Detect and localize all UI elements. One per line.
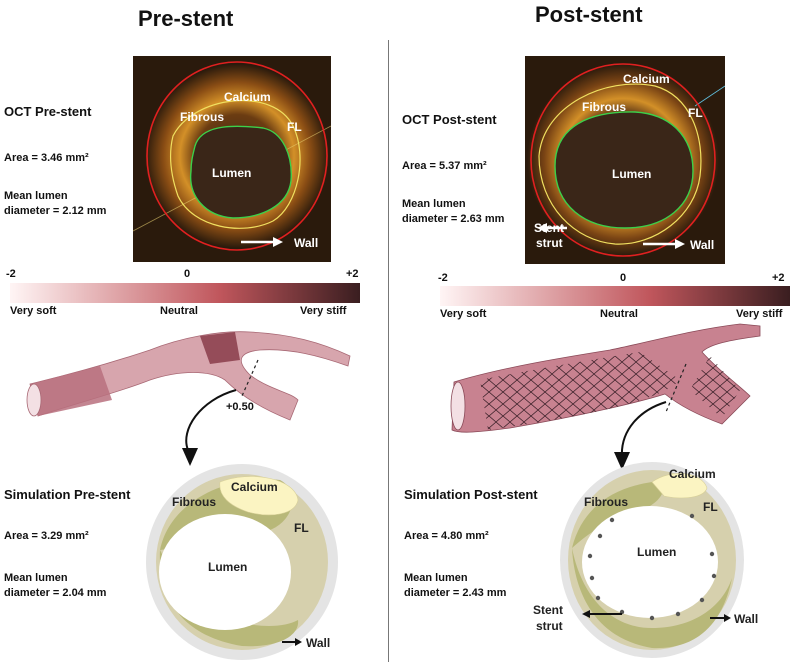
oct-pre-label-fibrous: Fibrous [180, 110, 224, 124]
oct-post-heading: OCT Post-stent [402, 112, 497, 127]
oct-pre-mld-line2: diameter = 2.12 mm [4, 205, 107, 217]
pre-arrow-down [182, 448, 198, 466]
sim-pre-label-wall: Wall [306, 636, 331, 650]
oct-pre-label-wall: Wall [294, 236, 319, 250]
post-colorbar-mid: 0 [620, 272, 627, 284]
post-stent-title: Post-stent [535, 2, 643, 27]
sim-post-label-calcium: Calcium [669, 467, 716, 481]
pre-colorbar [10, 283, 360, 303]
sim-pre-area: Area = 3.29 mm² [4, 530, 89, 542]
post-colorbar-min: -2 [438, 272, 448, 284]
post-colorbar-right-caption: Very stiff [736, 308, 783, 320]
pre-colorbar-left-caption: Very soft [10, 305, 57, 317]
pre-colorbar-mid: 0 [184, 268, 191, 280]
post-arrow-down [614, 452, 630, 470]
sim-post-mld-line1: Mean lumen [404, 572, 468, 584]
sim-post-label-strut1: Stent [533, 603, 563, 617]
post-colorbar [440, 286, 790, 306]
oct-post-label-calcium: Calcium [623, 72, 670, 86]
oct-pre-label-calcium: Calcium [224, 90, 271, 104]
oct-post-image [525, 56, 725, 264]
oct-pre-lumen [190, 125, 292, 219]
oct-post-label-strut2: strut [536, 236, 563, 250]
pre-colorbar-center-caption: Neutral [160, 305, 198, 317]
oct-pre-label-fl: FL [287, 120, 302, 134]
oct-pre-red-contour [146, 61, 328, 251]
post-vessel-model [450, 323, 761, 459]
post-colorbar-left-caption: Very soft [440, 308, 487, 320]
sim-post-heading: Simulation Post-stent [404, 487, 538, 502]
sim-pre-label-calcium: Calcium [231, 480, 278, 494]
pre-stent-title: Pre-stent [138, 6, 234, 31]
pre-colorbar-max: +2 [346, 268, 359, 280]
oct-post-yellow-contour [538, 83, 702, 245]
oct-pre-heading: OCT Pre-stent [4, 104, 92, 119]
sim-post-label-strut2: strut [536, 619, 563, 633]
sim-post-area: Area = 4.80 mm² [404, 530, 489, 542]
sim-post-label-lumen: Lumen [637, 545, 677, 559]
post-colorbar-center-caption: Neutral [600, 308, 638, 320]
oct-post-label-lumen: Lumen [612, 167, 652, 181]
oct-post-red-contour [530, 63, 716, 257]
oct-post-lumen [554, 111, 694, 229]
oct-post-label-fibrous: Fibrous [582, 100, 626, 114]
pre-colorbar-right-caption: Very stiff [300, 305, 347, 317]
sim-post-struts [587, 513, 717, 621]
pre-colorbar-min: -2 [6, 268, 16, 280]
sim-pre-mld-line2: diameter = 2.04 mm [4, 587, 107, 599]
panel-divider [388, 40, 389, 662]
sim-pre-cross-section [146, 464, 338, 660]
oct-post-label-fl: FL [688, 106, 703, 120]
sim-post-mld-line2: diameter = 2.43 mm [404, 587, 507, 599]
post-colorbar-max: +2 [772, 272, 785, 284]
sim-post-cross-section [560, 462, 744, 658]
oct-pre-area: Area = 3.46 mm² [4, 152, 89, 164]
oct-post-label-wall: Wall [690, 238, 715, 252]
oct-pre-mld-line1: Mean lumen [4, 190, 68, 202]
sim-pre-mld-line1: Mean lumen [4, 572, 68, 584]
oct-post-label-strut1: Stent [534, 221, 564, 235]
oct-post-mld-line1: Mean lumen [402, 198, 466, 210]
sim-pre-heading: Simulation Pre-stent [4, 487, 131, 502]
oct-pre-image [133, 56, 331, 262]
pre-vessel-model [26, 331, 351, 450]
oct-pre-yellow-contour [169, 99, 301, 229]
sim-post-label-fibrous: Fibrous [584, 495, 628, 509]
sim-pre-label-fibrous: Fibrous [172, 495, 216, 509]
sim-pre-label-lumen: Lumen [208, 560, 248, 574]
oct-post-mld-line2: diameter = 2.63 mm [402, 213, 505, 225]
sim-post-label-wall: Wall [734, 612, 759, 626]
oct-post-area: Area = 5.37 mm² [402, 160, 487, 172]
sim-pre-label-fl: FL [294, 521, 309, 535]
oct-pre-label-lumen: Lumen [212, 166, 252, 180]
sim-post-label-fl: FL [703, 500, 718, 514]
pre-vessel-marker-value: +0.50 [226, 401, 254, 413]
